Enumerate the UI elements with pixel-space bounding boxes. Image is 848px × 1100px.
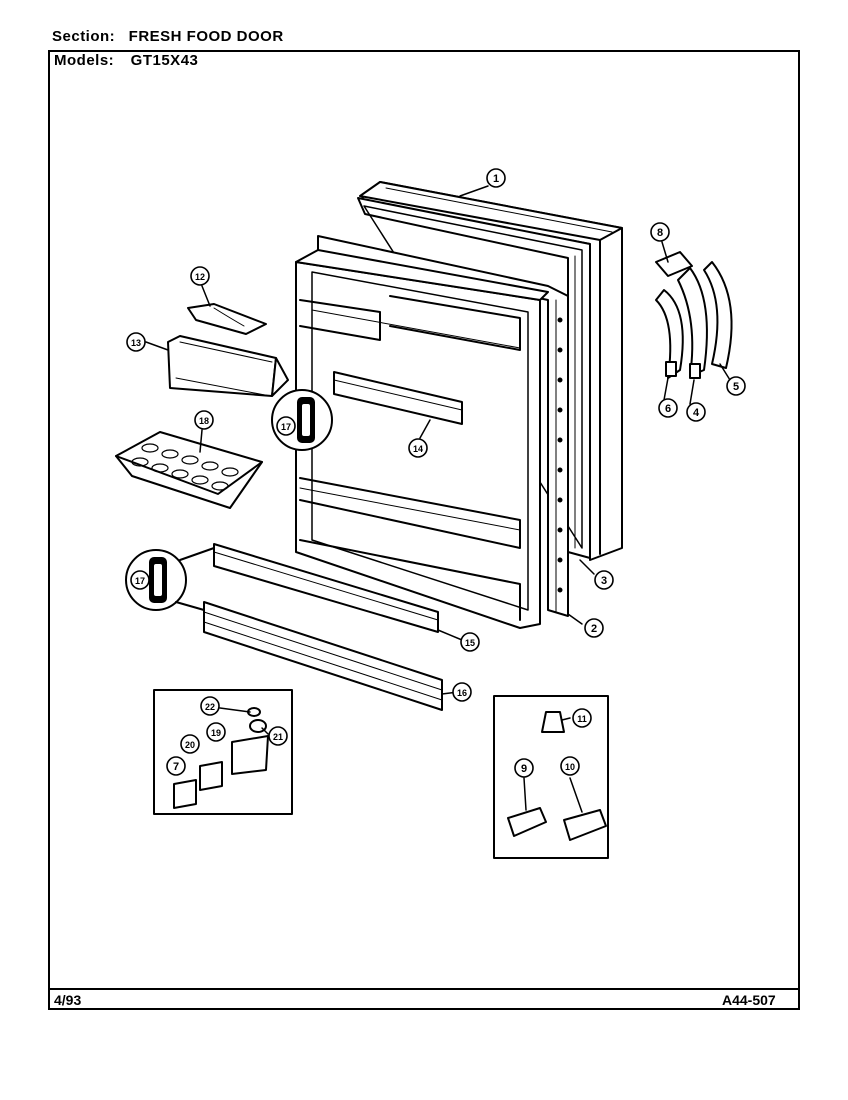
callout-circle-18	[194, 410, 214, 430]
callout-label-20: 20	[185, 740, 195, 750]
callout-circle-1	[486, 168, 506, 188]
section-value: FRESH FOOD DOOR	[128, 28, 284, 45]
callout-circle-9	[514, 758, 534, 778]
callout-circle-14	[408, 438, 428, 458]
callout-label-21: 21	[273, 732, 283, 742]
callout-label-13: 13	[131, 338, 141, 348]
callout-circle-5	[726, 376, 746, 396]
callout-label-11: 11	[577, 714, 587, 724]
callout-circle-21	[268, 726, 288, 746]
callout-circle-20	[180, 734, 200, 754]
callout-label-15: 15	[465, 638, 475, 648]
door-bar-16	[203, 601, 443, 711]
callout-label-8: 8	[657, 227, 663, 239]
callout-label-18: 18	[199, 416, 209, 426]
callout-circle-13	[126, 332, 146, 352]
callout-circle-19	[206, 722, 226, 742]
door-bar-15	[213, 543, 439, 633]
callout-circle-3	[594, 570, 614, 590]
callout-label-4: 4	[693, 407, 700, 419]
callout-circle-22	[200, 696, 220, 716]
callout-label-5: 5	[733, 381, 739, 393]
egg-tray-18	[115, 431, 263, 509]
section-label: Section:	[52, 28, 116, 45]
butter-door-12	[187, 303, 267, 335]
callout-label-6: 6	[665, 403, 671, 415]
door-bar-14	[333, 371, 463, 425]
callout-circle-16	[452, 682, 472, 702]
callout-label-17: 17	[281, 422, 291, 432]
callout-label-7: 7	[173, 761, 179, 773]
callout-circle-2	[584, 618, 604, 638]
callout-label-22: 22	[205, 702, 215, 712]
callout-label-14: 14	[413, 444, 423, 454]
callout-circle-8	[650, 222, 670, 242]
callout-circle-17	[276, 416, 296, 436]
callout-circle-10	[560, 756, 580, 776]
callout-circle-6	[658, 398, 678, 418]
section-heading: Section: FRESH FOOD DOOR	[52, 28, 284, 45]
callout-circle-4	[686, 402, 706, 422]
callout-circle-11	[572, 708, 592, 728]
callout-label-9: 9	[521, 763, 527, 775]
diagram-frame	[48, 50, 800, 1010]
footer-date: 4/93	[54, 992, 82, 1008]
models-label: Models:	[54, 52, 115, 69]
models-heading: Models: GT15X43	[54, 52, 798, 72]
callout-circle-17	[130, 570, 150, 590]
callout-circle-12	[190, 266, 210, 286]
callout-label-16: 16	[457, 688, 467, 698]
detail-17-lower	[125, 547, 215, 611]
callout-circle-7	[166, 756, 186, 776]
detail-17-upper	[271, 389, 333, 451]
inner-door-liner	[295, 249, 549, 629]
callout-label-19: 19	[211, 728, 221, 738]
models-value: GT15X43	[130, 52, 199, 69]
footer-doc-id: A44-507	[722, 992, 776, 1008]
callout-circle-15	[460, 632, 480, 652]
footer-rule	[48, 988, 800, 990]
leader-lines	[145, 185, 731, 813]
butter-compartment-13	[167, 335, 289, 397]
callout-label-10: 10	[565, 762, 575, 772]
callout-label-3: 3	[601, 575, 607, 587]
hinge-hardware-box	[153, 689, 293, 815]
callout-label-1: 1	[493, 173, 499, 185]
callout-label-12: 12	[195, 272, 205, 282]
hinge-parts	[655, 251, 733, 379]
callout-label-17: 17	[135, 576, 145, 586]
callout-label-2: 2	[591, 623, 597, 635]
